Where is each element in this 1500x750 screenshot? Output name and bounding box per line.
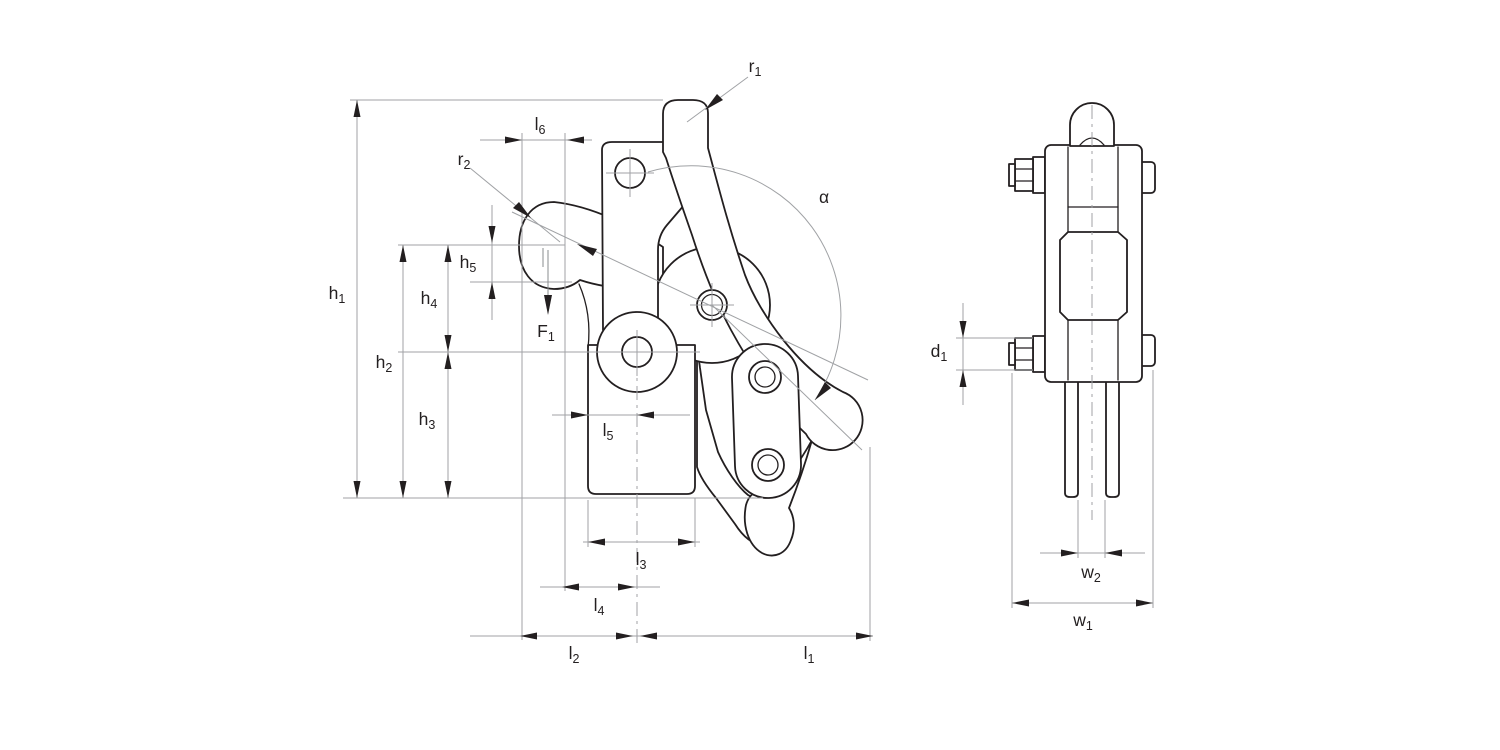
side-bolt-bottom bbox=[1008, 335, 1046, 373]
dim-label-h1: h1 bbox=[329, 283, 346, 306]
dim-label-l3: l3 bbox=[636, 549, 647, 572]
side-bolt-top bbox=[1008, 156, 1046, 194]
link-rivet-upper bbox=[748, 360, 782, 394]
dim-label-l2: l2 bbox=[569, 643, 580, 666]
dim-label-l1: l1 bbox=[804, 643, 815, 666]
construction-lines bbox=[511, 149, 869, 648]
dim-label-l5: l5 bbox=[603, 420, 614, 443]
arm-axis-arrow bbox=[577, 244, 597, 256]
r1-arrow bbox=[705, 94, 723, 110]
arm-axis-line bbox=[511, 211, 869, 381]
dim-label-w1: w1 bbox=[1072, 610, 1093, 633]
dim-label-h4: h4 bbox=[421, 288, 438, 311]
front-view: h1 h2 h3 h4 h5 F1 l6 l5 l3 l4 l2 l1 r1 r… bbox=[329, 56, 873, 666]
dimension-lines-front bbox=[343, 76, 873, 641]
lever-axis-line bbox=[711, 304, 863, 451]
side-bars bbox=[1064, 371, 1120, 498]
r2-leader bbox=[469, 167, 561, 243]
link-rivet-lower bbox=[751, 448, 785, 482]
alpha-arc bbox=[647, 165, 842, 401]
dim-label-l6: l6 bbox=[535, 114, 546, 137]
r2-arrow bbox=[513, 202, 531, 218]
dim-label-F1: F1 bbox=[537, 321, 555, 344]
handle-lever bbox=[662, 99, 864, 452]
dim-label-h3: h3 bbox=[419, 409, 436, 432]
dim-label-r1: r1 bbox=[749, 56, 762, 79]
side-link-plate bbox=[1059, 231, 1128, 321]
labels-side: d1 w2 w1 bbox=[931, 341, 1101, 633]
dim-label-h2: h2 bbox=[376, 352, 393, 375]
dimension-lines-side bbox=[956, 303, 1154, 608]
dim-label-l4: l4 bbox=[594, 595, 605, 618]
dim-label-w2: w2 bbox=[1080, 562, 1101, 585]
dim-label-alpha: α bbox=[819, 187, 829, 207]
dim-label-h5: h5 bbox=[460, 252, 477, 275]
arrowheads-front bbox=[353, 94, 873, 640]
side-view: d1 w2 w1 bbox=[931, 102, 1156, 633]
alpha-arrow bbox=[815, 382, 831, 400]
labels-front: h1 h2 h3 h4 h5 F1 l6 l5 l3 l4 l2 l1 r1 r… bbox=[329, 56, 829, 666]
arrowheads-side bbox=[959, 321, 1153, 607]
dim-label-d1: d1 bbox=[931, 341, 948, 364]
dim-label-r2: r2 bbox=[458, 149, 471, 172]
link-rivet-lower-inner bbox=[757, 454, 779, 476]
base-front-notch bbox=[578, 283, 590, 349]
link-rivet-upper-inner bbox=[754, 366, 776, 388]
